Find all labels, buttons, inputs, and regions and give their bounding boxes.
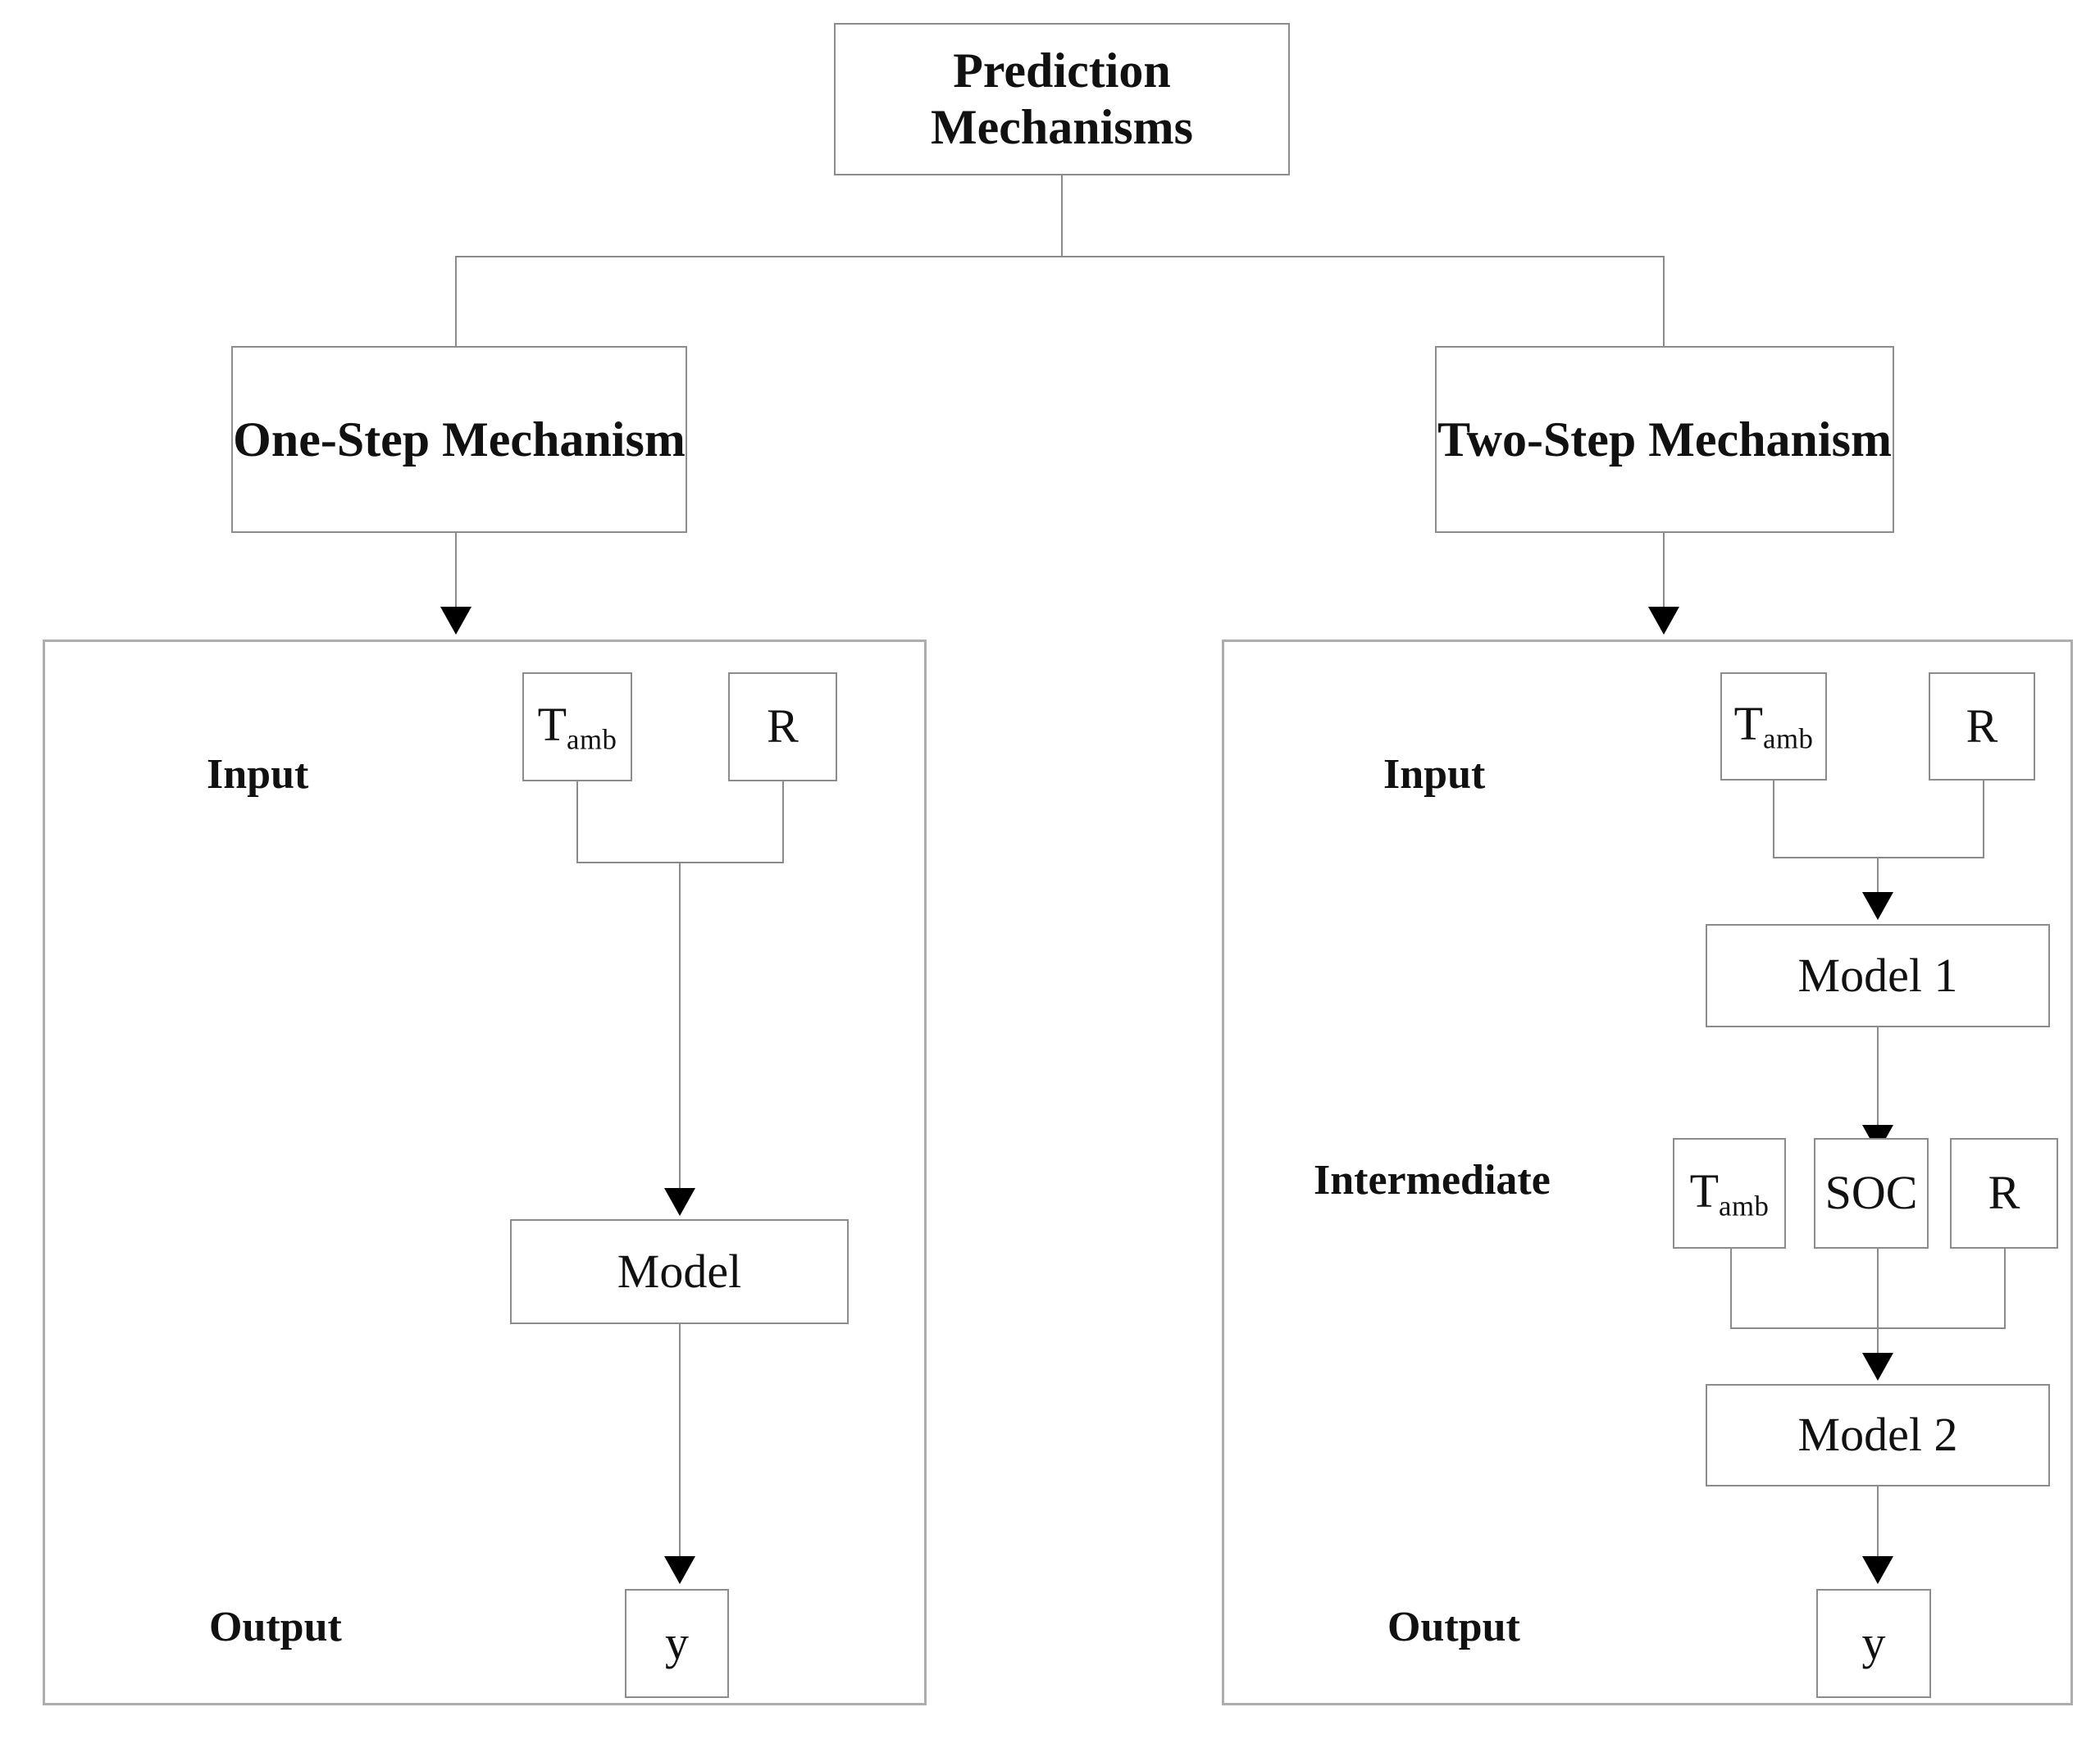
connector-intermediate-merge — [1730, 1327, 2006, 1329]
label-output-right: Output — [1387, 1604, 1520, 1650]
label-input-left: Input — [207, 751, 309, 798]
two-step-line2: Mechanism — [1648, 412, 1892, 467]
left-input-tamb-symbol: T — [537, 697, 567, 751]
connector-bus-to-onestep — [455, 256, 457, 348]
node-right-model-1: Model 1 — [1706, 924, 2050, 1027]
node-left-input-r: R — [728, 672, 837, 781]
node-left-output-y: y — [625, 1589, 729, 1698]
node-one-step-mechanism: One-Step Mechanism — [231, 346, 687, 533]
panel-two-step — [1222, 640, 2073, 1705]
label-input-right: Input — [1383, 751, 1486, 798]
right-model2-label: Model 2 — [1797, 1408, 1958, 1462]
root-title-line2: Mechanisms — [931, 100, 1193, 154]
one-step-line2: Mechanism — [442, 412, 686, 467]
connector-right-r-down — [1983, 781, 1984, 858]
connector-right-merge-to-model1 — [1877, 857, 1879, 894]
arrowhead-twostep-to-panel-icon — [1648, 607, 1679, 635]
arrowhead-left-to-model-icon — [664, 1188, 695, 1216]
connector-twostep-to-panel — [1663, 533, 1665, 612]
connector-onestep-to-panel — [455, 533, 457, 612]
connector-root-stem — [1061, 175, 1063, 257]
arrowhead-left-to-output-icon — [664, 1556, 695, 1584]
intermediate-r-label: R — [1988, 1166, 2020, 1220]
connector-bus-to-twostep — [1663, 256, 1665, 348]
node-left-input-tamb: Tamb — [522, 672, 632, 781]
node-left-model: Model — [510, 1219, 849, 1324]
right-model1-label: Model 1 — [1797, 948, 1958, 1002]
connector-left-r-down — [782, 781, 784, 863]
left-model-label: Model — [617, 1244, 742, 1298]
left-input-r-symbol: R — [767, 699, 799, 753]
right-input-tamb-subscript: amb — [1763, 722, 1814, 755]
label-intermediate-right: Intermediate — [1314, 1157, 1551, 1204]
connector-intermediate-r-down — [2004, 1249, 2006, 1329]
panel-one-step — [43, 640, 927, 1705]
connector-right-input-merge — [1773, 857, 1984, 858]
intermediate-tamb-symbol: T — [1689, 1163, 1719, 1218]
left-input-tamb-subscript: amb — [567, 723, 617, 756]
node-two-step-mechanism: Two-Step Mechanism — [1435, 346, 1894, 533]
arrowhead-intermediate-to-model2-icon — [1862, 1353, 1893, 1381]
node-right-input-tamb: Tamb — [1720, 672, 1827, 781]
node-right-model-2: Model 2 — [1706, 1384, 2050, 1486]
connector-intermediate-tamb-down — [1730, 1249, 1732, 1329]
one-step-line1: One-Step — [233, 412, 430, 467]
connector-bus-horizontal — [455, 256, 1665, 257]
connector-model1-to-soc — [1877, 1027, 1879, 1130]
left-output-y-label: y — [665, 1616, 689, 1670]
root-title-line1: Prediction — [953, 43, 1171, 98]
intermediate-soc-label: SOC — [1824, 1166, 1918, 1220]
node-right-input-r: R — [1929, 672, 2035, 781]
connector-left-model-to-output — [679, 1324, 681, 1558]
right-input-r-symbol: R — [1966, 699, 1998, 753]
node-intermediate-r: R — [1950, 1138, 2058, 1249]
node-intermediate-soc: SOC — [1814, 1138, 1929, 1249]
intermediate-tamb-subscript: amb — [1719, 1190, 1770, 1222]
connector-model2-to-output — [1877, 1486, 1879, 1559]
right-output-y-label: y — [1861, 1616, 1886, 1670]
label-output-left: Output — [209, 1604, 342, 1650]
right-input-tamb-symbol: T — [1733, 697, 1763, 751]
connector-left-tamb-down — [576, 781, 578, 863]
node-intermediate-tamb: Tamb — [1673, 1138, 1786, 1249]
node-prediction-mechanisms: Prediction Mechanisms — [834, 23, 1290, 175]
connector-right-tamb-down — [1773, 781, 1774, 858]
connector-left-merge-to-model — [679, 862, 681, 1190]
arrowhead-right-to-model1-icon — [1862, 892, 1893, 920]
connector-soc-down — [1877, 1249, 1879, 1358]
node-right-output-y: y — [1816, 1589, 1931, 1698]
arrowhead-onestep-to-panel-icon — [440, 607, 471, 635]
two-step-line1: Two-Step — [1437, 412, 1637, 467]
arrowhead-model2-to-output-icon — [1862, 1556, 1893, 1584]
